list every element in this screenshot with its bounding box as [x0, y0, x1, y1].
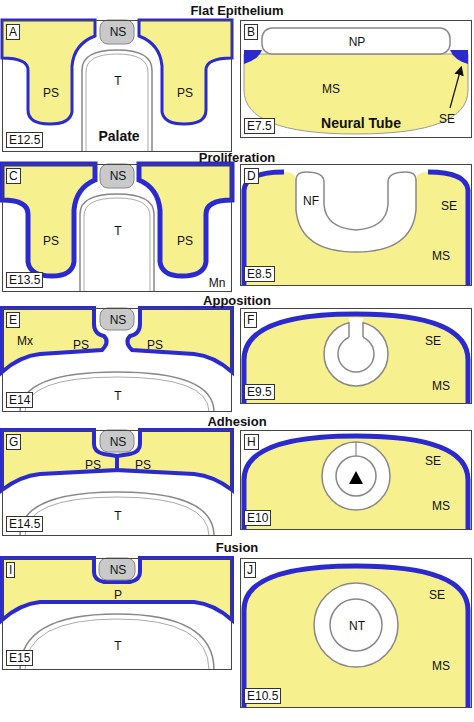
panel-letter: E: [6, 312, 20, 328]
panel-letter: D: [244, 168, 259, 184]
figure-panel: A E12.5 Palate NS PS PS T: [2, 20, 232, 152]
neural-tube-e9-5: [244, 314, 468, 404]
structure-label: T: [114, 74, 121, 88]
structure-label: Mn: [209, 276, 226, 290]
section-heading: Fusion: [216, 540, 259, 555]
stage-label: E7.5: [244, 118, 275, 134]
structure-label: T: [114, 224, 121, 238]
structure-label: PS: [135, 458, 151, 472]
structure-label: T: [114, 509, 121, 523]
structure-label: P: [114, 588, 122, 602]
panel-letter: F: [244, 312, 257, 328]
figure-panel: H E10 SE MS: [240, 430, 472, 530]
figure-panel: G E14.5 NS PS PS T: [2, 430, 232, 536]
neural-plate-e7-5: [244, 28, 468, 134]
figure-panel: D E8.5 NF SE MS: [240, 164, 472, 286]
figure-panel: C E13.5 NS PS PS T Mn: [2, 164, 232, 292]
structure-label: PS: [147, 338, 163, 352]
structure-label: MS: [322, 82, 340, 96]
panel-letter: C: [6, 168, 21, 184]
neural-folds-e8-5: [244, 172, 468, 286]
structure-label: Mx: [17, 334, 33, 348]
neural-tube-e10-5: [244, 566, 468, 708]
figure-panel: B E7.5 Neural Tube NP MS SE: [240, 20, 472, 138]
figure-panel: I E15 NS P T: [2, 558, 232, 670]
stage-label: E15: [6, 650, 33, 666]
structure-label: MS: [432, 499, 450, 513]
structure-label: PS: [177, 234, 193, 248]
structure-title: Palate: [98, 128, 139, 144]
panel-letter: B: [244, 24, 258, 40]
figure-panel: E E14 NS Mx PS PS T: [2, 308, 232, 412]
structure-label: PS: [43, 86, 59, 100]
section-heading: Flat Epithelium: [190, 3, 283, 18]
stage-label: E14.5: [6, 516, 43, 532]
structure-label: NP: [349, 35, 366, 49]
structure-label: SE: [429, 588, 445, 602]
section-heading: Adhesion: [207, 414, 266, 429]
structure-label: PS: [43, 234, 59, 248]
palate-e15: [2, 558, 232, 670]
palate-e14-5: [2, 430, 232, 536]
figure-panel: F E9.5 SE MS: [240, 308, 472, 404]
panel-letter: J: [244, 562, 256, 578]
structure-label: SE: [439, 112, 455, 126]
panel-letter: H: [244, 434, 259, 450]
structure-label: MS: [432, 249, 450, 263]
stage-label: E10: [244, 510, 271, 526]
structure-label: T: [114, 639, 121, 653]
structure-label: MS: [432, 659, 450, 673]
panel-letter: A: [6, 24, 20, 40]
structure-label: SE: [425, 454, 441, 468]
stage-label: E13.5: [6, 272, 43, 288]
section-heading: Apposition: [203, 293, 271, 308]
structure-title: Neural Tube: [321, 115, 401, 131]
stage-label: E14: [6, 392, 33, 408]
structure-label: SE: [441, 199, 457, 213]
structure-label: MS: [432, 379, 450, 393]
structure-label: NS: [110, 563, 127, 577]
structure-label: NS: [110, 313, 127, 327]
structure-label: SE: [425, 334, 441, 348]
stage-label: E8.5: [244, 266, 275, 282]
stage-label: E12.5: [6, 132, 43, 148]
palate-e12-5: [2, 20, 232, 152]
structure-label: PS: [177, 86, 193, 100]
stage-label: E9.5: [244, 384, 275, 400]
palate-e14: [2, 308, 232, 412]
section-heading: Proliferation: [199, 150, 276, 165]
structure-label: NT: [349, 619, 365, 633]
structure-label: NS: [110, 435, 127, 449]
structure-label: NS: [110, 25, 127, 39]
panel-letter: I: [6, 562, 15, 578]
structure-label: NS: [110, 169, 127, 183]
structure-label: T: [114, 389, 121, 403]
stage-label: E10.5: [244, 688, 281, 704]
panel-letter: G: [6, 434, 21, 450]
palate-e13-5: [2, 164, 232, 292]
figure-panel: J E10.5 NT SE MS: [240, 558, 472, 708]
structure-label: NF: [303, 194, 319, 208]
neural-tube-e10: [244, 436, 468, 530]
structure-label: PS: [85, 458, 101, 472]
structure-label: PS: [73, 338, 89, 352]
